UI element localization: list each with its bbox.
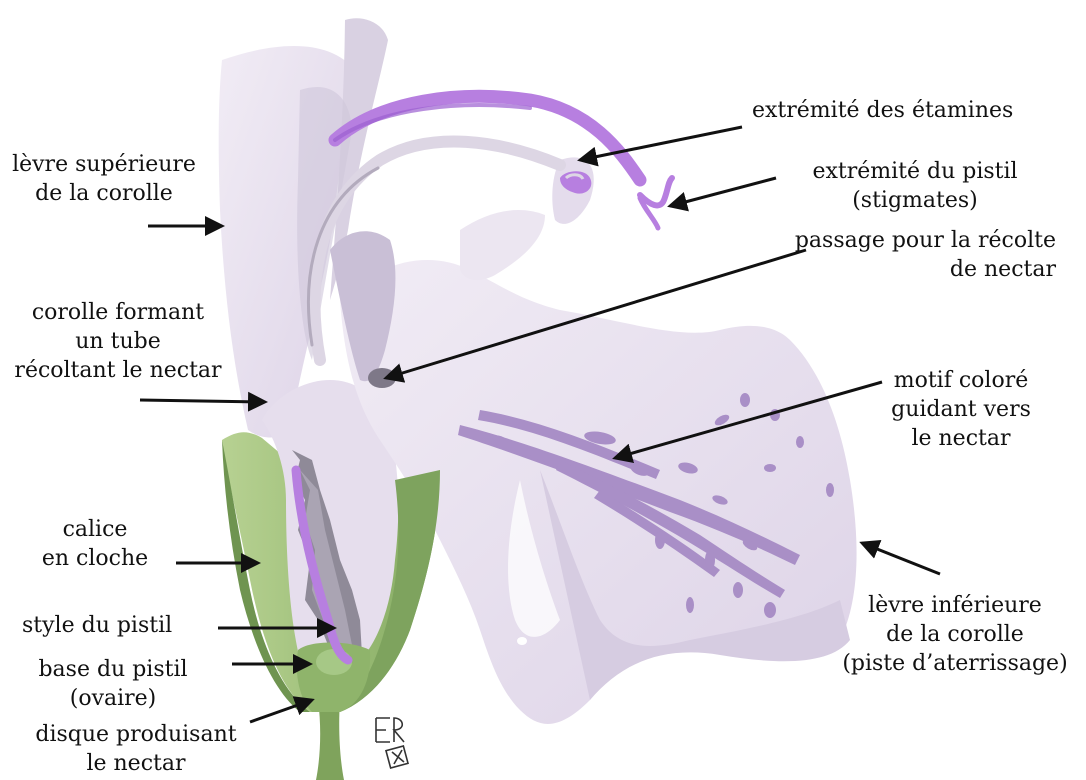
lower-lip-hole xyxy=(517,637,527,645)
label-line: (ovaire) xyxy=(10,684,216,713)
label-corolla-tube: corolle formant un tube récoltant le nec… xyxy=(2,298,234,385)
label-line: disque produisant xyxy=(20,720,252,749)
label-pistil-tip: extrémité du pistil (stigmates) xyxy=(790,157,1040,215)
label-calyx: calice en cloche xyxy=(30,515,160,573)
label-line: le nectar xyxy=(20,749,252,778)
label-line: de nectar xyxy=(780,255,1056,284)
label-line: (stigmates) xyxy=(790,186,1040,215)
label-upper-lip: lèvre supérieure de la corolle xyxy=(4,150,204,208)
label-lower-lip: lèvre inférieure de la corolle (piste d’… xyxy=(828,591,1082,678)
label-line: de la corolle xyxy=(4,179,204,208)
label-line: base du pistil xyxy=(10,655,216,684)
label-line: calice xyxy=(30,515,160,544)
label-line: extrémité du pistil xyxy=(790,157,1040,186)
label-line: corolle formant xyxy=(2,298,234,327)
label-line: un tube xyxy=(2,327,234,356)
artist-signature xyxy=(376,718,408,768)
label-ovary: base du pistil (ovaire) xyxy=(10,655,216,713)
side-lobe xyxy=(460,210,545,280)
label-line: motif coloré xyxy=(876,366,1046,395)
label-line: de la corolle xyxy=(828,620,1082,649)
label-nectar-passage: passage pour la récolte de nectar xyxy=(780,226,1056,284)
label-line: extrémité des étamines xyxy=(752,96,1013,125)
label-line: lèvre inférieure xyxy=(828,591,1082,620)
label-stamen-tip: extrémité des étamines xyxy=(752,96,1013,125)
label-line: (piste d’aterrissage) xyxy=(828,649,1082,678)
arrow-corolla-tube xyxy=(140,400,265,402)
arrow-lower-lip xyxy=(862,543,940,574)
label-line: passage pour la récolte xyxy=(780,226,1056,255)
label-line: style du pistil xyxy=(22,611,172,640)
arrow-pistil-tip xyxy=(670,178,776,206)
label-line: lèvre supérieure xyxy=(4,150,204,179)
passage-opening xyxy=(368,368,396,388)
label-line: le nectar xyxy=(876,424,1046,453)
label-line: récoltant le nectar xyxy=(2,356,234,385)
label-nectar-guide: motif coloré guidant vers le nectar xyxy=(876,366,1046,453)
label-nectar-disc: disque produisant le nectar xyxy=(20,720,252,778)
label-style: style du pistil xyxy=(22,611,172,640)
label-line: en cloche xyxy=(30,544,160,573)
label-line: guidant vers xyxy=(876,395,1046,424)
